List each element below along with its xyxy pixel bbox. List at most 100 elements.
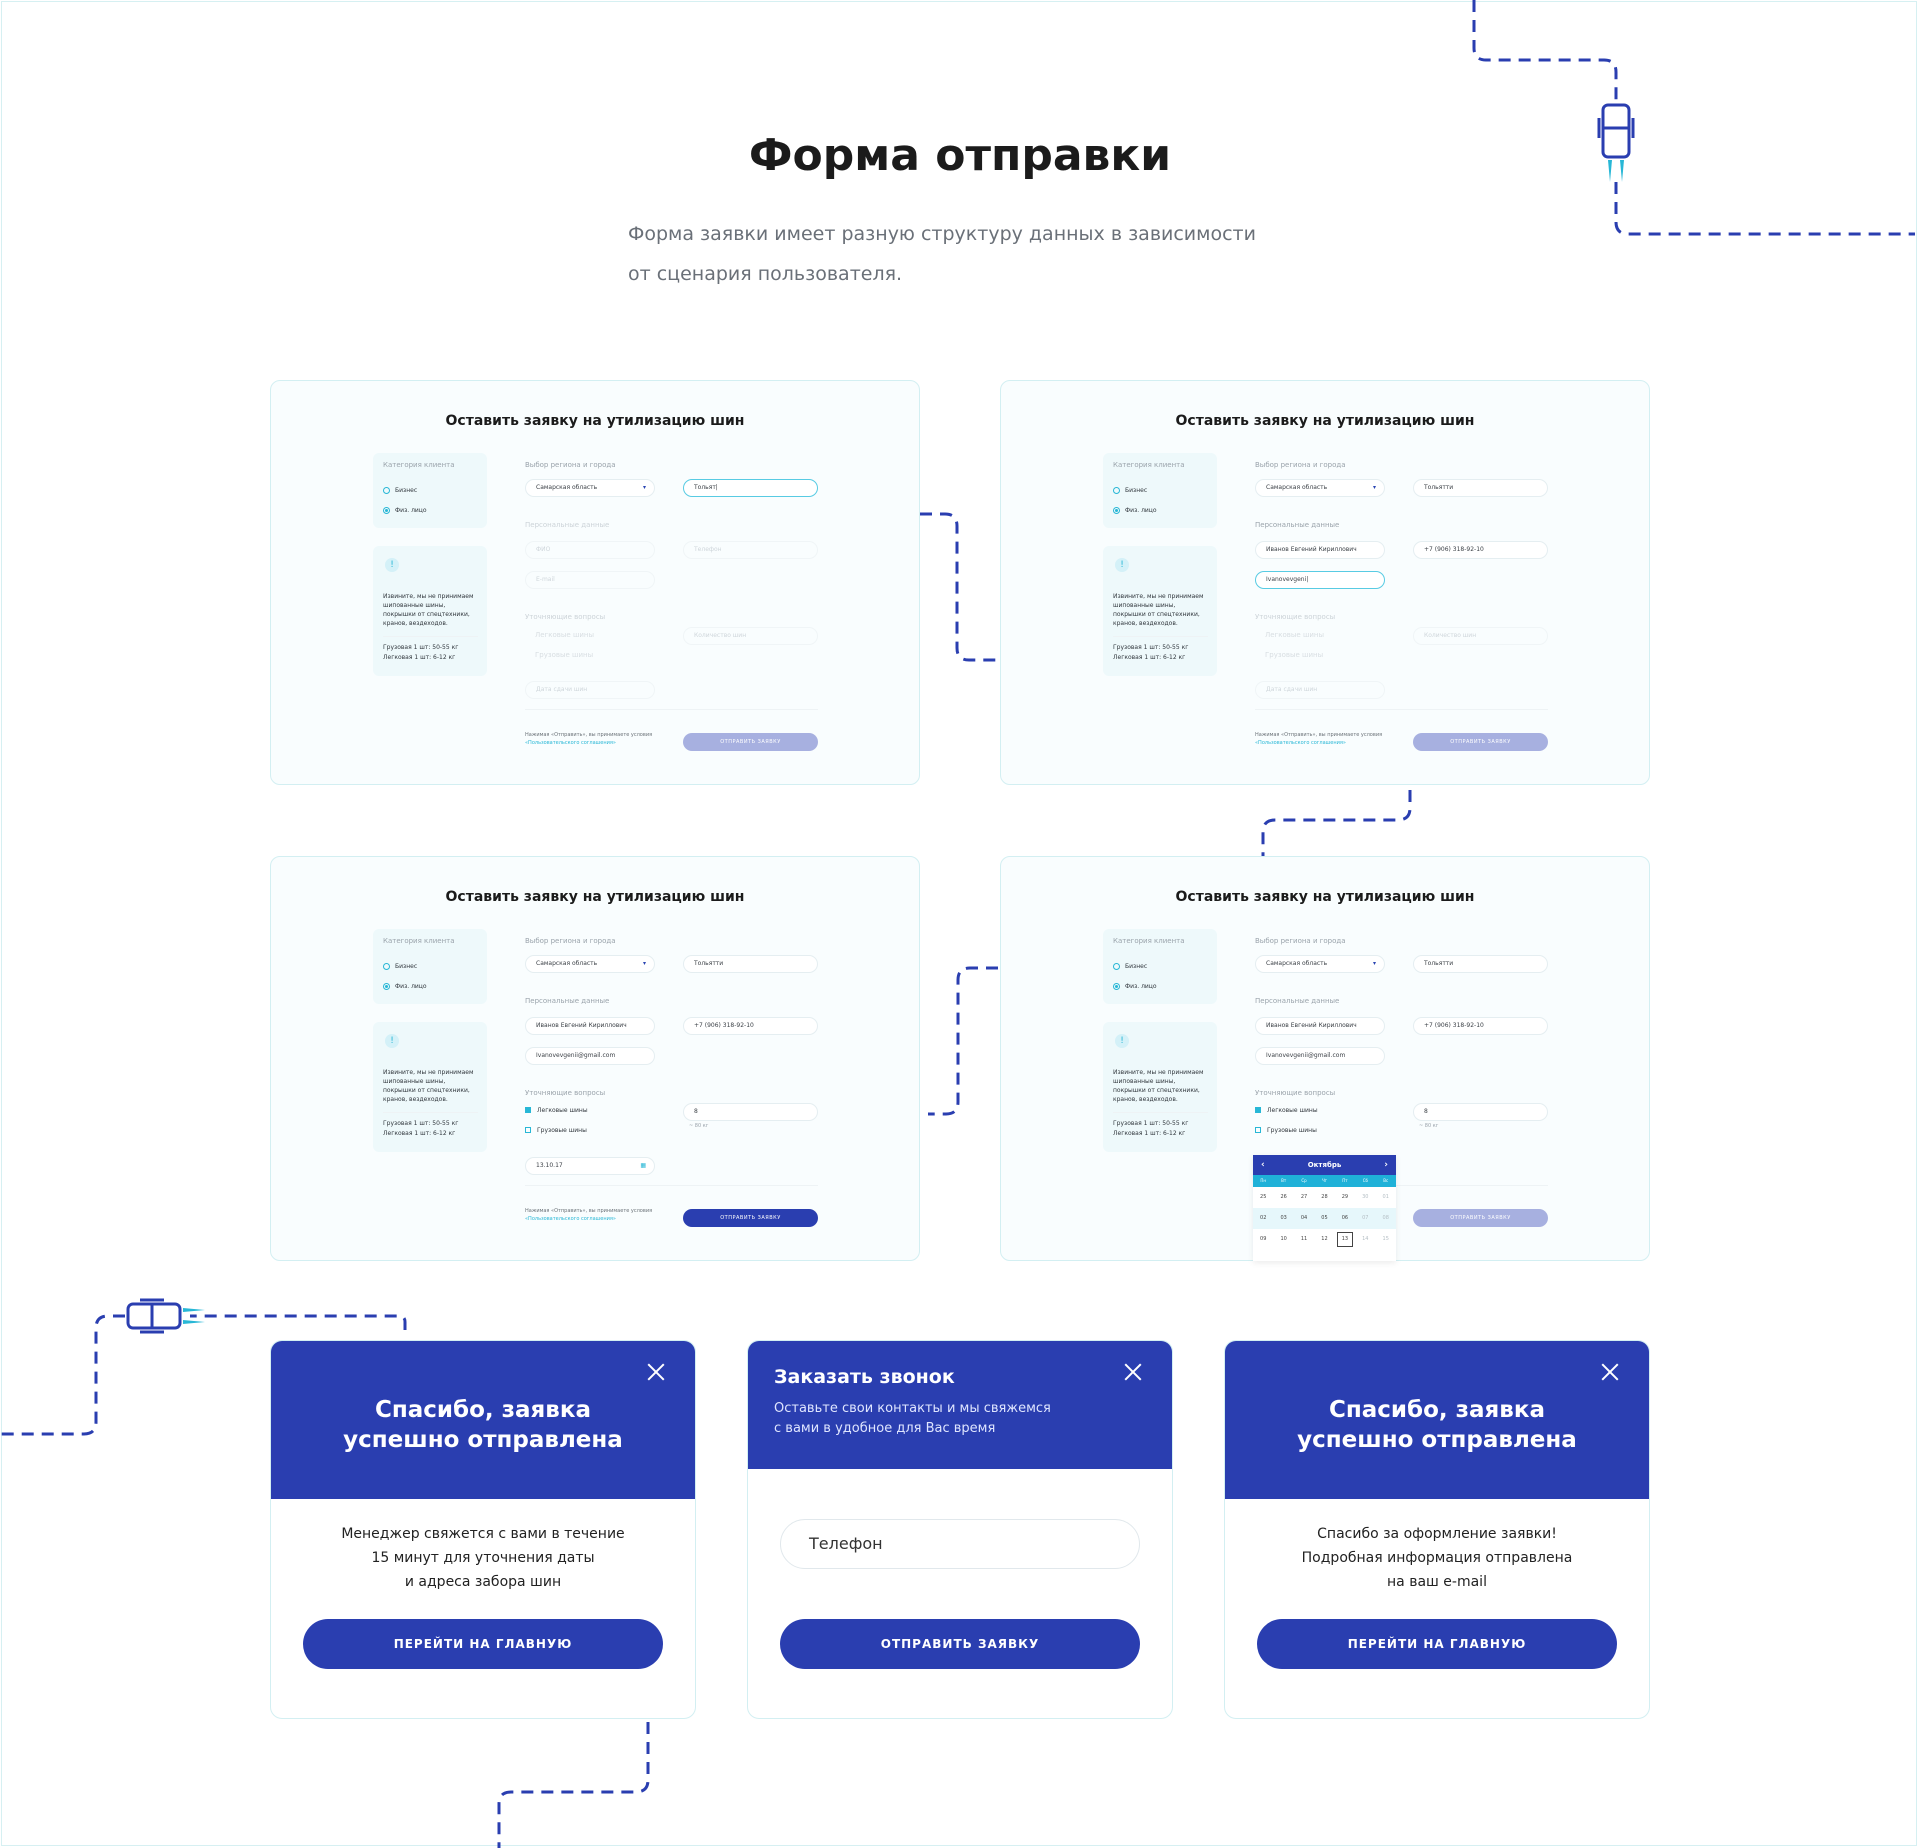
callback-modal: Заказать звонок Оставьте свои контакты и…	[747, 1340, 1173, 1719]
calendar-day[interactable]: 25	[1260, 1194, 1267, 1200]
count-input[interactable]: Количество шин	[683, 627, 818, 645]
form-screenshot-filled: Оставить заявку на утилизацию шин Катего…	[270, 856, 920, 1261]
radio-person[interactable]	[383, 507, 390, 514]
region-select[interactable]: Самарская область▾	[1255, 955, 1385, 973]
calendar-day[interactable]: 03	[1280, 1215, 1287, 1221]
close-icon[interactable]	[645, 1361, 667, 1383]
calendar-day[interactable]: 07	[1362, 1215, 1369, 1221]
agreement-link[interactable]: «Пользовательского соглашения»	[1255, 740, 1346, 746]
radio-person[interactable]	[1113, 507, 1120, 514]
phone-input[interactable]: +7 (906) 318-92-10	[1413, 1017, 1548, 1035]
agreement-text: Нажимая «Отправить», вы принимаете услов…	[525, 1208, 653, 1222]
date-input[interactable]: 13.10.17▦	[525, 1157, 655, 1175]
calendar-day[interactable]: 06	[1341, 1215, 1349, 1221]
success-modal-email: Спасибо, заявка успешно отправлена Спаси…	[1224, 1340, 1650, 1719]
category-box: Категория клиента Бизнес Физ. лицо	[1103, 929, 1217, 1004]
calendar-day[interactable]: 15	[1382, 1236, 1389, 1242]
calendar-day[interactable]: 14	[1362, 1236, 1369, 1242]
phone-input[interactable]: +7 (906) 318-92-10	[683, 1017, 818, 1035]
info-icon: !	[1115, 558, 1129, 572]
calendar-day[interactable]: 02	[1260, 1215, 1267, 1221]
phone-input[interactable]: +7 (906) 318-92-10	[1413, 541, 1548, 559]
checkbox-truck-tires[interactable]	[1255, 1127, 1261, 1133]
calendar-day[interactable]: 29	[1341, 1194, 1349, 1200]
radio-business[interactable]	[1113, 487, 1120, 494]
form-title: Оставить заявку на утилизацию шин	[445, 889, 745, 905]
fio-input[interactable]: Иванов Евгений Кириллович	[525, 1017, 655, 1035]
modal-title: Спасибо, заявка успешно отправлена	[1297, 1397, 1577, 1453]
modal-header: Спасибо, заявка успешно отправлена	[271, 1341, 695, 1499]
calendar-week: 09 10 11 12 13 14 15	[1253, 1229, 1396, 1250]
modal-header: Спасибо, заявка успешно отправлена	[1225, 1341, 1649, 1499]
form-title: Оставить заявку на утилизацию шин	[1175, 413, 1475, 429]
checkbox-light-tires[interactable]	[1255, 1107, 1261, 1113]
calendar-day-selected[interactable]: 13	[1335, 1229, 1355, 1250]
chevron-right-icon[interactable]: ›	[1384, 1160, 1388, 1170]
agreement-link[interactable]: «Пользовательского соглашения»	[525, 740, 616, 746]
close-icon[interactable]	[1599, 1361, 1621, 1383]
submit-button[interactable]: ОТПРАВИТЬ ЗАЯВКУ	[683, 733, 818, 751]
calendar-day[interactable]: 08	[1382, 1215, 1389, 1221]
checkbox-truck-tires[interactable]	[525, 1127, 531, 1133]
email-input[interactable]: Ivanovevgeni|	[1255, 571, 1385, 589]
calendar-day[interactable]: 26	[1280, 1194, 1287, 1200]
city-input[interactable]: Тольятти	[1413, 955, 1548, 973]
page-title: Форма отправки	[748, 130, 1172, 181]
calendar-day[interactable]: 12	[1321, 1236, 1328, 1242]
calendar-day[interactable]: 11	[1300, 1236, 1308, 1242]
region-select[interactable]: Самарская область▾	[525, 479, 655, 497]
submit-button[interactable]: ОТПРАВИТЬ ЗАЯВКУ	[1413, 733, 1548, 751]
date-input[interactable]: Дата сдачи шин	[1255, 681, 1385, 699]
chevron-down-icon: ▾	[1372, 484, 1376, 491]
count-input[interactable]: 8	[683, 1103, 818, 1121]
city-input[interactable]: Тольятти	[1413, 479, 1548, 497]
calendar-day[interactable]: 27	[1300, 1194, 1308, 1200]
region-select[interactable]: Самарская область▾	[525, 955, 655, 973]
phone-input[interactable]: Телефон	[683, 541, 818, 559]
calendar-day[interactable]: 04	[1300, 1215, 1308, 1221]
form-title: Оставить заявку на утилизацию шин	[1175, 889, 1475, 905]
calendar-day[interactable]: 05	[1321, 1215, 1328, 1221]
agreement-text: Нажимая «Отправить», вы принимаете услов…	[1255, 732, 1383, 746]
modal-title: Заказать звонок	[774, 1366, 955, 1388]
calendar-day[interactable]: 28	[1321, 1194, 1328, 1200]
city-input[interactable]: Тольятти	[683, 955, 818, 973]
info-icon: !	[385, 558, 399, 572]
go-home-button[interactable]: ПЕРЕЙТИ НА ГЛАВНУЮ	[1257, 1619, 1617, 1669]
date-input[interactable]: Дата сдачи шин	[525, 681, 655, 699]
go-home-button[interactable]: ПЕРЕЙТИ НА ГЛАВНУЮ	[303, 1619, 663, 1669]
fio-input[interactable]: Иванов Евгений Кириллович	[1255, 1017, 1385, 1035]
fio-input[interactable]: ФИО	[525, 541, 655, 559]
fio-input[interactable]: Иванов Евгений Кириллович	[1255, 541, 1385, 559]
calendar-day[interactable]: 10	[1280, 1236, 1287, 1242]
email-input[interactable]: Ivanovevgenii@gmail.com	[525, 1047, 655, 1065]
calendar-day[interactable]: 01	[1382, 1194, 1389, 1200]
region-select[interactable]: Самарская область▾	[1255, 479, 1385, 497]
city-input[interactable]: Тольят|	[683, 479, 818, 497]
radio-business[interactable]	[383, 963, 390, 970]
submit-button[interactable]: ОТПРАВИТЬ ЗАЯВКУ	[683, 1209, 818, 1227]
send-request-button[interactable]: ОТПРАВИТЬ ЗАЯВКУ	[780, 1619, 1140, 1669]
category-box: Категория клиента Бизнес Физ. лицо	[373, 453, 487, 528]
agreement-link[interactable]: «Пользовательского соглашения»	[525, 1216, 616, 1222]
phone-input[interactable]: Телефон	[780, 1519, 1140, 1569]
chevron-left-icon[interactable]: ‹	[1261, 1160, 1265, 1170]
radio-business[interactable]	[383, 487, 390, 494]
checkbox-light-tires[interactable]	[525, 1107, 531, 1113]
radio-person[interactable]	[383, 983, 390, 990]
calendar-week: 02 03 04 05 06 07 08	[1253, 1208, 1396, 1229]
email-input[interactable]: E-mail	[525, 571, 655, 589]
submit-button[interactable]: ОТПРАВИТЬ ЗАЯВКУ	[1413, 1209, 1548, 1227]
close-icon[interactable]	[1122, 1361, 1144, 1383]
calendar-day[interactable]: 09	[1260, 1236, 1267, 1242]
radio-person[interactable]	[1113, 983, 1120, 990]
calendar-day[interactable]: 30	[1362, 1194, 1369, 1200]
count-input[interactable]: Количество шин	[1413, 627, 1548, 645]
count-input[interactable]: 8	[1413, 1103, 1548, 1121]
email-input[interactable]: Ivanovevgenii@gmail.com	[1255, 1047, 1385, 1065]
agreement-text: Нажимая «Отправить», вы принимаете услов…	[525, 732, 653, 746]
success-modal-manager: Спасибо, заявка успешно отправлена Менед…	[270, 1340, 696, 1719]
radio-business[interactable]	[1113, 963, 1120, 970]
